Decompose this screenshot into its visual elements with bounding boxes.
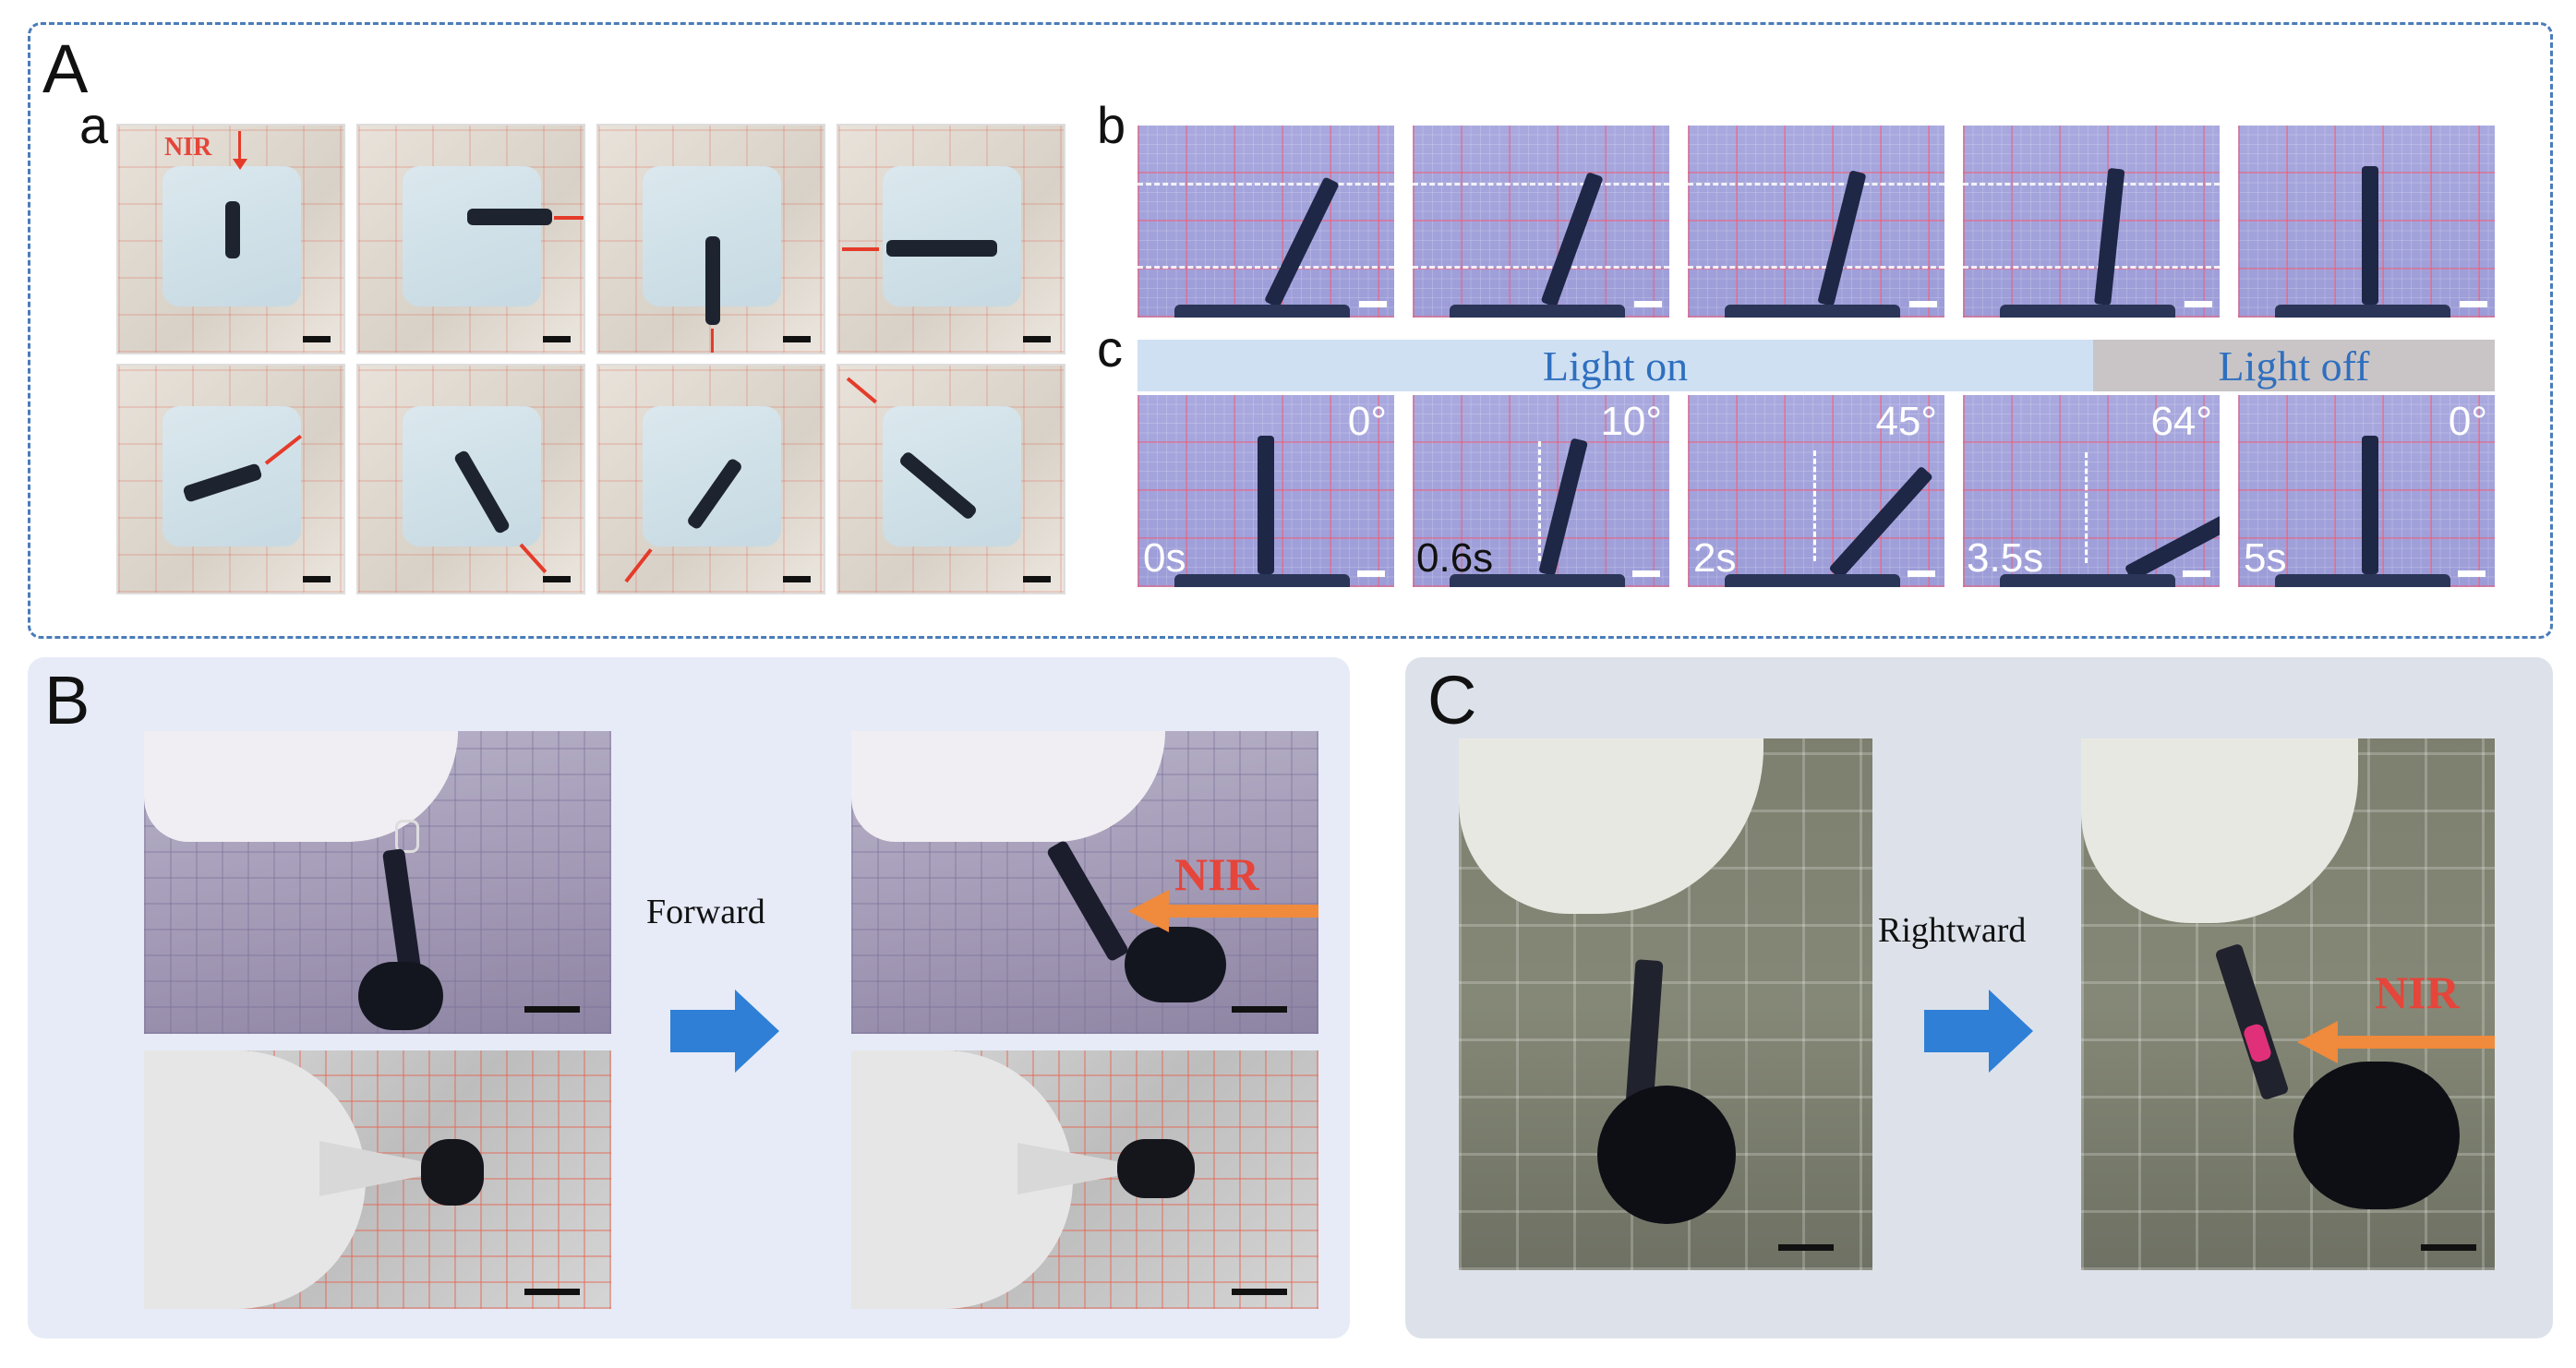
- angle-label: 10°: [1600, 399, 1662, 444]
- forward-arrow-icon: [670, 990, 779, 1073]
- gripper-side-photo-before: [1459, 738, 1872, 1270]
- panel-a-sub-c-letter: c: [1097, 319, 1123, 378]
- forward-caption: Forward: [646, 893, 765, 931]
- nir-arrow-icon: [2297, 1021, 2495, 1063]
- top-view-photo-5: [116, 364, 345, 594]
- panel-c-letter: C: [1427, 662, 1477, 738]
- panel-a-sub-b-letter: b: [1097, 96, 1126, 154]
- panel-a-frame: [28, 22, 2553, 639]
- top-view-photo-1: NIR: [116, 124, 345, 354]
- nir-label-a: NIR: [164, 133, 212, 162]
- nir-arrow-icon: [1128, 890, 1318, 932]
- panel-a-letter: A: [42, 30, 89, 107]
- top-view-photo-6: [356, 364, 585, 594]
- bending-photo-b3: [1688, 126, 1944, 318]
- gripper-photo-top-after: NIR: [851, 731, 1318, 1034]
- angle-label: 0°: [1347, 399, 1387, 444]
- top-view-photo-2: [356, 124, 585, 354]
- nir-down-arrow: [238, 131, 241, 162]
- gripper-photo-bottom-after: [851, 1050, 1318, 1309]
- light-on-banner: Light on: [1138, 340, 2093, 391]
- timelapse-photo-c2: 0.6s 10°: [1413, 395, 1669, 587]
- nir-label-b: NIR: [1174, 848, 1259, 900]
- rightward-arrow-icon: [1924, 990, 2033, 1073]
- panel-a-sub-a-letter: a: [79, 96, 109, 154]
- gripper-photo-top-before: [144, 731, 611, 1034]
- angle-label: 0°: [2448, 399, 2487, 444]
- bending-photo-b2: [1413, 126, 1669, 318]
- panel-a-photo-grid: NIR: [116, 124, 1067, 594]
- top-view-photo-3: [596, 124, 825, 354]
- top-view-photo-8: [837, 364, 1065, 594]
- gripper-photo-bottom-before: [144, 1050, 611, 1309]
- scale-bar: [303, 336, 331, 342]
- time-label: 3.5s: [1967, 535, 2044, 581]
- panel-b-letter: B: [44, 662, 90, 738]
- top-view-photo-7: [596, 364, 825, 594]
- timelapse-photo-c3: 2s 45°: [1688, 395, 1944, 587]
- panel-a-b-row: [1138, 126, 2495, 319]
- timelapse-photo-c4: 3.5s 64°: [1963, 395, 2220, 587]
- angle-label: 64°: [2150, 399, 2212, 444]
- time-label: 2s: [1693, 535, 1737, 581]
- bending-photo-b1: [1138, 126, 1394, 318]
- angle-label: 45°: [1875, 399, 1937, 444]
- top-view-photo-4: [837, 124, 1065, 354]
- time-label: 0.6s: [1416, 535, 1494, 581]
- panel-a-c-row: 0s 0° 0.6s 10° 2s 45° 3.5s 64° 5s 0°: [1138, 395, 2495, 589]
- time-label: 0s: [1143, 535, 1186, 581]
- bending-photo-b5: [2238, 126, 2495, 318]
- rightward-caption: Rightward: [1878, 911, 2027, 950]
- timelapse-photo-c1: 0s 0°: [1138, 395, 1394, 587]
- bending-photo-b4: [1963, 126, 2220, 318]
- nir-label-c: NIR: [2375, 966, 2460, 1018]
- light-off-banner: Light off: [2093, 340, 2495, 391]
- gripper-side-photo-after: NIR: [2081, 738, 2495, 1270]
- timelapse-photo-c5: 5s 0°: [2238, 395, 2495, 587]
- time-label: 5s: [2244, 535, 2287, 581]
